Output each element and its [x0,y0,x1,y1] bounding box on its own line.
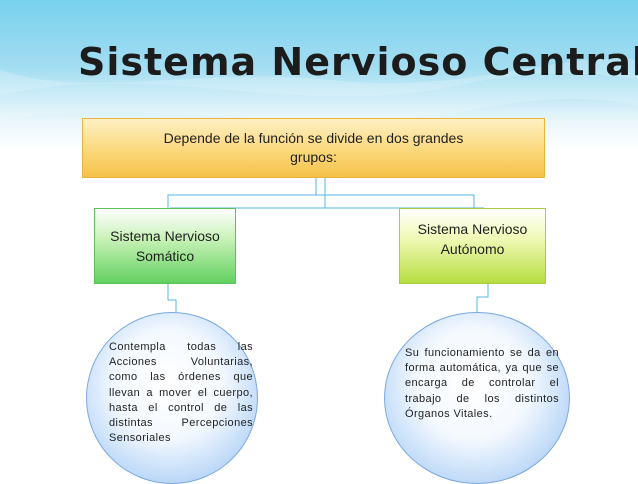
somatic-box: Sistema Nervioso Somático [94,208,236,284]
left-connector [167,284,177,312]
somatic-description-circle [86,312,258,484]
root-label: Depende de la función se divide en dos g… [163,130,464,165]
autonomic-description: Su funcionamiento se da en forma automát… [405,347,559,420]
somatic-description: Contempla todas las Acciones Voluntarias… [109,341,253,445]
autonomic-description-circle [384,312,570,484]
header-wave-decoration [0,0,638,121]
autonomic-box: Sistema Nervioso Autónomo [399,208,546,284]
root-box: Depende de la función se divide en dos g… [82,118,545,178]
right-connector [476,284,489,312]
somatic-label: Sistema Nervioso Somático [110,228,220,264]
slide-title: Sistema Nervioso Central [78,40,638,84]
root-connector [167,178,484,209]
autonomic-label: Sistema Nervioso Autónomo [417,221,528,257]
